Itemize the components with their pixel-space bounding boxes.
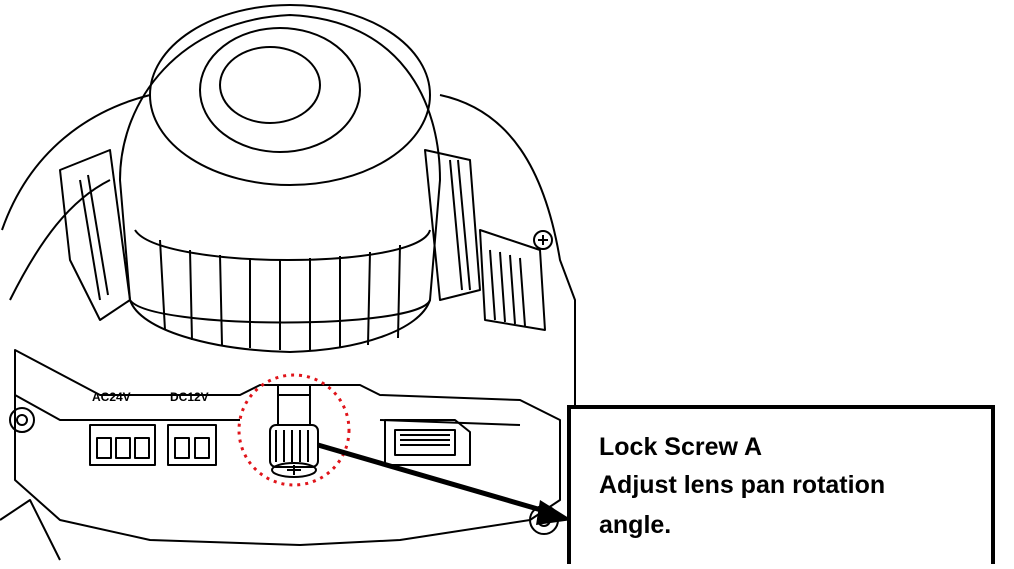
dome-shell: [119, 14, 441, 353]
screw-highlight-circle: [237, 373, 351, 487]
callout-arrow-line: [317, 442, 549, 515]
shell-fins: [159, 239, 401, 350]
mount-hole-left: [9, 407, 35, 433]
right-pcb: [479, 229, 546, 331]
callout-line-2: Adjust lens pan rotation: [599, 471, 886, 499]
callout-title: Lock Screw A: [599, 433, 763, 461]
housing-outline: [1, 94, 576, 564]
lens-outer: [199, 27, 361, 153]
ir-ring: [149, 4, 431, 186]
right-bracket: [424, 149, 481, 301]
dc12v-label: DC12V: [170, 390, 209, 404]
rj45-port: [384, 419, 471, 466]
left-bracket: [59, 149, 131, 321]
lens-inner: [219, 46, 321, 124]
dc12v-terminal: [167, 424, 217, 466]
base-body: [14, 349, 561, 546]
mount-hole-top-right: [533, 230, 553, 250]
lock-screw-post: [277, 385, 311, 425]
lock-screw-knob: [269, 424, 319, 468]
callout-arrow-head: [536, 500, 572, 525]
ac24v-terminal: [89, 424, 156, 466]
callout-line-3: angle.: [599, 511, 672, 539]
ac24v-label: AC24V: [92, 390, 131, 404]
callout-box: Lock Screw A Adjust lens pan rotation an…: [567, 405, 995, 564]
housing-inner-left: [0, 179, 111, 561]
